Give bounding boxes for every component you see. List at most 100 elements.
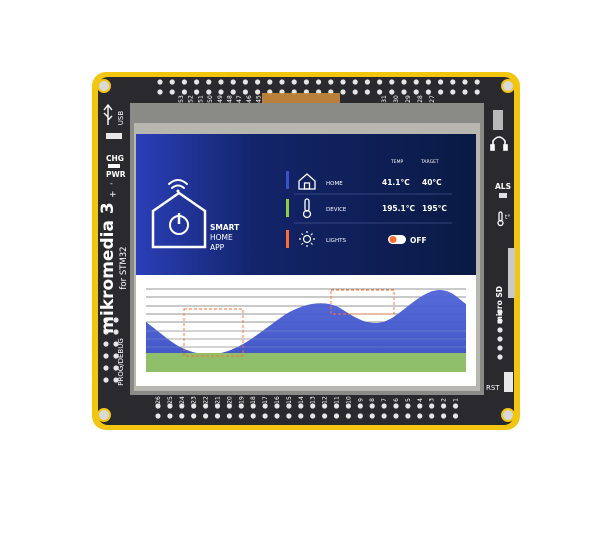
header-pin <box>417 413 423 419</box>
temp-sensor-label: t° <box>505 214 510 221</box>
pin-number: 1 <box>453 398 460 402</box>
header-pin <box>238 403 244 409</box>
pin-number: 24 <box>179 396 186 404</box>
pin-number: 13 <box>310 396 317 404</box>
col-target-header: TARGET <box>420 159 439 165</box>
reset-button <box>504 372 513 392</box>
header-pin <box>286 403 292 409</box>
header-pin <box>401 79 407 85</box>
header-pin <box>413 89 419 95</box>
header-pin <box>103 353 109 359</box>
header-pin <box>206 89 212 95</box>
header-pin <box>298 413 304 419</box>
header-pin <box>322 403 328 409</box>
highlight-box <box>183 308 244 357</box>
header-pin <box>169 79 175 85</box>
header-pin <box>401 89 407 95</box>
header-pin <box>103 317 109 323</box>
header-pin <box>474 79 480 85</box>
header-pin <box>340 89 346 95</box>
header-pin <box>352 89 358 95</box>
header-pin <box>377 89 383 95</box>
home-row-label: HOME <box>326 181 343 187</box>
header-pin <box>167 413 173 419</box>
header-pin <box>191 413 197 419</box>
header-pin <box>169 89 175 95</box>
header-pin <box>250 413 256 419</box>
pwr-label: PWR <box>106 170 126 179</box>
chart-wave-area <box>146 290 466 355</box>
chart-wave-gridlines <box>146 330 466 348</box>
pin-number: 52 <box>188 95 195 103</box>
app-title-line3: APP <box>210 243 225 252</box>
header-pin <box>497 309 503 315</box>
bottom-pin-header <box>155 403 459 419</box>
header-pin <box>113 329 119 335</box>
pin-number: 19 <box>238 396 245 404</box>
header-pin <box>113 353 119 359</box>
header-pin <box>113 317 119 323</box>
pin-number: 22 <box>203 396 210 404</box>
pin-number: 27 <box>429 95 436 103</box>
header-pin <box>103 365 109 371</box>
header-pin <box>286 413 292 419</box>
header-pin <box>405 403 411 409</box>
header-pin <box>291 79 297 85</box>
header-pin <box>333 413 340 419</box>
pin-number: 7 <box>381 398 388 402</box>
header-pin <box>345 413 351 419</box>
lights-row-marker <box>286 230 289 248</box>
header-pin <box>450 79 456 85</box>
pin-number: 12 <box>322 396 329 404</box>
header-pin <box>429 403 435 409</box>
lights-row-label: LIGHTS <box>326 238 346 244</box>
audio-jack <box>493 110 503 130</box>
header-pin <box>194 89 200 95</box>
pin-number: 53 <box>178 95 185 103</box>
header-pin <box>316 79 322 85</box>
header-pin <box>218 79 224 85</box>
pin-number: 18 <box>250 396 257 404</box>
pin-number: 5 <box>405 398 412 402</box>
header-pin <box>450 89 456 95</box>
header-pin <box>417 403 423 409</box>
header-pin <box>179 403 185 409</box>
header-pin <box>298 403 304 409</box>
header-pin <box>438 79 444 85</box>
rst-label: RST <box>486 384 500 392</box>
header-pin <box>425 89 431 95</box>
header-pin <box>393 413 399 419</box>
header-pin <box>357 403 363 409</box>
header-pin <box>230 89 236 95</box>
header-pin <box>441 413 447 419</box>
pin-number: 6 <box>393 398 400 402</box>
header-pin <box>242 79 248 85</box>
header-pin <box>393 403 399 409</box>
pin-number: 47 <box>236 95 243 103</box>
usb-label: USB <box>117 111 125 126</box>
mounting-holes <box>97 79 515 422</box>
pin-number: 51 <box>197 95 204 103</box>
pin-number: 16 <box>274 396 281 404</box>
header-pin <box>250 403 256 409</box>
header-pin <box>157 89 163 95</box>
header-pin <box>279 79 285 85</box>
pin-number: 10 <box>345 396 352 404</box>
chg-label: CHG <box>106 154 124 163</box>
pin-number: 9 <box>357 398 364 402</box>
als-label: ALS <box>495 182 511 191</box>
thermometer-icon <box>302 198 312 219</box>
header-pin <box>218 89 224 95</box>
pin-number: 28 <box>417 95 424 103</box>
header-pin <box>497 327 503 333</box>
device-target-value: 195°C <box>422 204 447 213</box>
pin-number: 45 <box>256 95 263 103</box>
header-pin <box>103 329 109 335</box>
header-pin <box>255 79 261 85</box>
header-pin <box>214 413 221 419</box>
header-pin <box>352 79 358 85</box>
pin-number: 50 <box>207 95 214 103</box>
pin-number: 17 <box>262 396 269 404</box>
header-pin <box>369 403 375 409</box>
